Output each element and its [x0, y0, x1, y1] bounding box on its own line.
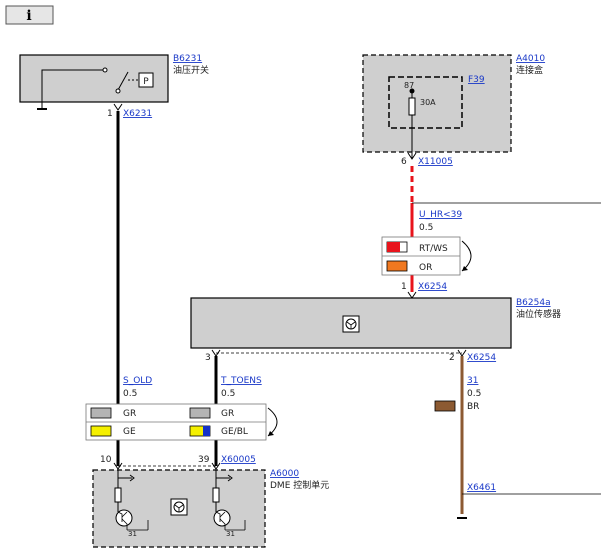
sensor-symbol-icon: [342, 315, 360, 333]
color-legend-top: RT/WS OR: [381, 236, 472, 276]
legend-top-code-2: OR: [419, 263, 432, 273]
x6254-right-code-link[interactable]: X6254: [467, 353, 496, 363]
t-toens-size: 0.5: [221, 389, 235, 399]
swatch-ge-left: [90, 425, 112, 437]
component-b6231: P: [19, 54, 169, 110]
swatch-or: [386, 260, 408, 272]
b6231-name: 油压开关: [173, 64, 209, 76]
u-hr-size: 0.5: [419, 223, 433, 233]
fuse-rating: 30A: [420, 98, 436, 107]
component-a6000: 31 31: [92, 469, 266, 548]
a6000-code-link[interactable]: A6000: [270, 469, 299, 479]
ground-31-size: 0.5: [467, 389, 481, 399]
x60005-code-link[interactable]: X60005: [221, 455, 256, 465]
ground-31-color-code: BR: [467, 402, 479, 412]
legend-bottom-code-right-1: GR: [221, 409, 234, 419]
x60005-pin-left: 10: [100, 455, 112, 465]
s-old-size: 0.5: [123, 389, 137, 399]
a4010-code-link[interactable]: A4010: [516, 54, 545, 64]
b6254a-name: 油位传感器: [516, 308, 561, 320]
transistor-right-icon: [213, 509, 231, 527]
x11005-pin: 6: [401, 157, 407, 167]
x6254-top-code-link[interactable]: X6254: [418, 282, 447, 292]
transistor-right-pin: 31: [226, 530, 235, 538]
a6000-name: DME 控制单元: [270, 479, 329, 491]
transistor-left-pin: 31: [128, 530, 137, 538]
component-b6254a: [190, 297, 512, 349]
x6231-pin: 1: [107, 109, 113, 119]
swatch-gr-left: [90, 407, 112, 419]
x60005-pin-right: 39: [198, 455, 210, 465]
legend-bottom-code-right-2: GE/BL: [221, 427, 248, 437]
component-a4010: 87 30A: [362, 54, 512, 158]
x6231-code-link[interactable]: X6231: [123, 109, 152, 119]
info-icon: i: [26, 8, 31, 24]
color-legend-bottom: GR GR GE GE/BL: [85, 403, 278, 441]
s-old-signal-link[interactable]: S_OLD: [123, 376, 152, 386]
legend-bottom-code-left-1: GR: [123, 409, 136, 419]
u-hr-signal-link[interactable]: U_HR<39: [419, 210, 462, 220]
x11005-code-link[interactable]: X11005: [418, 157, 453, 167]
swatch-br: [434, 400, 456, 412]
ground-31-signal-link[interactable]: 31: [467, 376, 478, 386]
transistor-left-icon: [115, 509, 133, 527]
x6461-code-link[interactable]: X6461: [467, 483, 496, 493]
legend-top-code-1: RT/WS: [419, 244, 448, 254]
x6254-left-pin: 3: [205, 353, 211, 363]
fuse-pin: 87: [404, 81, 414, 90]
pressure-switch-label: P: [143, 77, 149, 87]
x6254-right-pin: 2: [449, 353, 455, 363]
swatch-gr-right: [189, 407, 211, 419]
x6254-top-pin: 1: [401, 282, 407, 292]
t-toens-signal-link[interactable]: T_TOENS: [220, 376, 262, 386]
dme-symbol-icon: [170, 498, 188, 516]
info-button[interactable]: i: [5, 5, 54, 25]
b6254a-code-link[interactable]: B6254a: [516, 298, 551, 308]
b6231-code-link[interactable]: B6231: [173, 54, 202, 64]
legend-bottom-code-left-2: GE: [123, 427, 136, 437]
a4010-name: 连接盒: [516, 64, 543, 76]
fuse-f39-link[interactable]: F39: [468, 75, 485, 85]
